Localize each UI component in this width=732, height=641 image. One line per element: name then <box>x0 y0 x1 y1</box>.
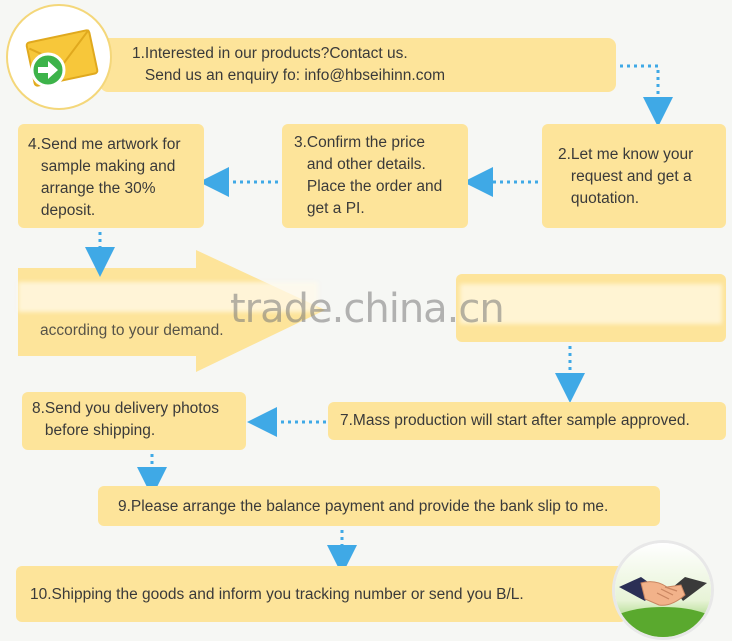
step-1-line1: 1.Interested in our products?Contact us. <box>132 45 408 62</box>
step-6-box <box>456 274 726 342</box>
connector-1-2 <box>620 64 673 127</box>
envelope-arrow-icon <box>6 4 112 110</box>
step-8-box: 8.Send you delivery photos before shippi… <box>22 392 246 450</box>
step-9-text: 9.Please arrange the balance payment and… <box>118 498 609 515</box>
step-4-text: 4.Send me artwork for sample making and … <box>28 136 181 219</box>
step-6-obscured-area <box>460 284 722 324</box>
step-10-text: 10.Shipping the goods and inform you tra… <box>30 586 524 603</box>
step-9-box: 9.Please arrange the balance payment and… <box>98 486 660 526</box>
step-5-text: according to your demand. <box>40 322 224 339</box>
step-7-box: 7.Mass production will start after sampl… <box>328 402 726 440</box>
handshake-icon <box>612 540 714 640</box>
step-3-box: 3.Confirm the price and other details. P… <box>282 124 468 228</box>
step-5-obscured-area <box>18 282 318 312</box>
step-7-text: 7.Mass production will start after sampl… <box>340 412 690 429</box>
step-1-line2: Send us an enquiry fo: info@hbseihinn.co… <box>132 67 446 84</box>
step-2-box: 2.Let me know your request and get a quo… <box>542 124 726 228</box>
step-4-box: 4.Send me artwork for sample making and … <box>18 124 204 228</box>
step-8-text: 8.Send you delivery photos before shippi… <box>32 400 219 439</box>
step-10-box: 10.Shipping the goods and inform you tra… <box>16 566 626 622</box>
step-2-text: 2.Let me know your request and get a quo… <box>558 146 694 207</box>
step-1-box: 1.Interested in our products?Contact us.… <box>100 38 616 92</box>
step-3-text: 3.Confirm the price and other details. P… <box>294 134 443 217</box>
watermark: trade.china.cn <box>230 286 505 332</box>
